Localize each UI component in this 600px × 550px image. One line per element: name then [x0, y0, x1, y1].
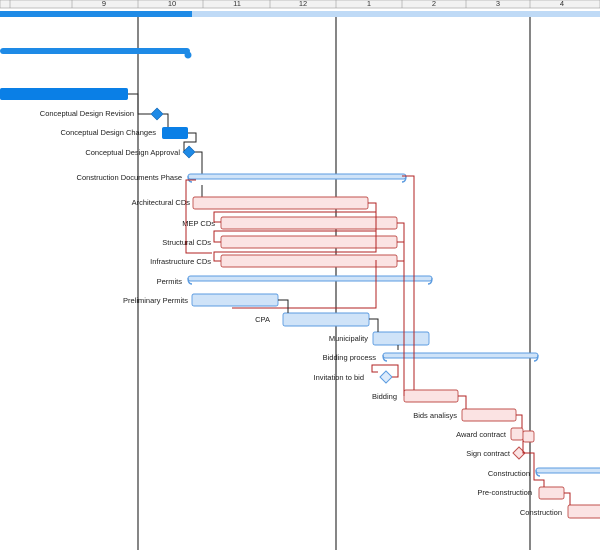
- task-label: Sign contract: [466, 449, 511, 458]
- task-bar[interactable]: [372, 331, 430, 346]
- task-label: Award contract: [456, 430, 507, 439]
- task-bar[interactable]: [538, 486, 565, 500]
- task-bar[interactable]: [567, 504, 600, 519]
- task-label: Construction: [520, 508, 562, 517]
- dependency-links-critical: [185, 175, 571, 505]
- task-label: CPA: [255, 315, 270, 324]
- task-bar[interactable]: [162, 127, 188, 139]
- tick-label: 1: [367, 0, 371, 8]
- task-label: Construction: [488, 469, 530, 478]
- task-bar[interactable]: [522, 430, 535, 443]
- summary-bar[interactable]: [382, 352, 539, 362]
- dependency-links-dark: [278, 299, 399, 350]
- task-label: Construction Documents Phase: [77, 173, 182, 182]
- tick-label: 11: [233, 0, 241, 8]
- task-label: Preliminary Permits: [123, 296, 188, 305]
- task-bar[interactable]: [282, 312, 370, 327]
- task-label: Conceptual Design Approval: [85, 148, 180, 157]
- task-bar[interactable]: [403, 389, 459, 403]
- task-label: Bids analisys: [413, 411, 457, 420]
- task-label: Bidding: [372, 392, 397, 401]
- task-label: Pre-construction: [477, 488, 532, 497]
- summary-bar[interactable]: [187, 275, 433, 285]
- task-label: Structural CDs: [162, 238, 211, 247]
- task-bar[interactable]: [220, 254, 398, 268]
- tick-label: 12: [299, 0, 307, 8]
- task-bar[interactable]: [0, 88, 128, 100]
- summary-bar[interactable]: [0, 48, 192, 59]
- project-progress-band: [0, 11, 600, 17]
- tick-label: 10: [168, 0, 176, 8]
- tick-label: 9: [102, 0, 106, 8]
- task-label: MEP CDs: [182, 219, 215, 228]
- milestone-diamond[interactable]: [150, 107, 164, 121]
- task-label: Architectural CDs: [132, 198, 191, 207]
- milestone-diamond[interactable]: [379, 370, 393, 384]
- task-label: Invitation to bid: [314, 373, 364, 382]
- task-bar[interactable]: [220, 235, 398, 249]
- task-label: Bidding process: [323, 353, 377, 362]
- summary-bar[interactable]: [535, 467, 600, 477]
- gridlines: [137, 17, 531, 550]
- task-label: Municipality: [329, 334, 368, 343]
- task-bar[interactable]: [192, 196, 369, 210]
- task-label: Conceptual Design Changes: [61, 128, 157, 137]
- tick-label: 4: [560, 0, 564, 8]
- tick-label: 3: [496, 0, 500, 8]
- task-bar[interactable]: [510, 427, 524, 441]
- timescale-header: 9 10 11 12 1 2 3 4: [0, 0, 600, 9]
- task-label: Infrastructure CDs: [150, 257, 211, 266]
- task-bar[interactable]: [461, 408, 517, 422]
- task-label: Permits: [157, 277, 183, 286]
- tick-label: 2: [432, 0, 436, 8]
- summary-bar[interactable]: [187, 173, 407, 183]
- milestone-diamond[interactable]: [182, 145, 196, 159]
- task-label: Conceptual Design Revision: [40, 109, 134, 118]
- task-bar[interactable]: [220, 216, 398, 230]
- task-bar[interactable]: [191, 293, 279, 307]
